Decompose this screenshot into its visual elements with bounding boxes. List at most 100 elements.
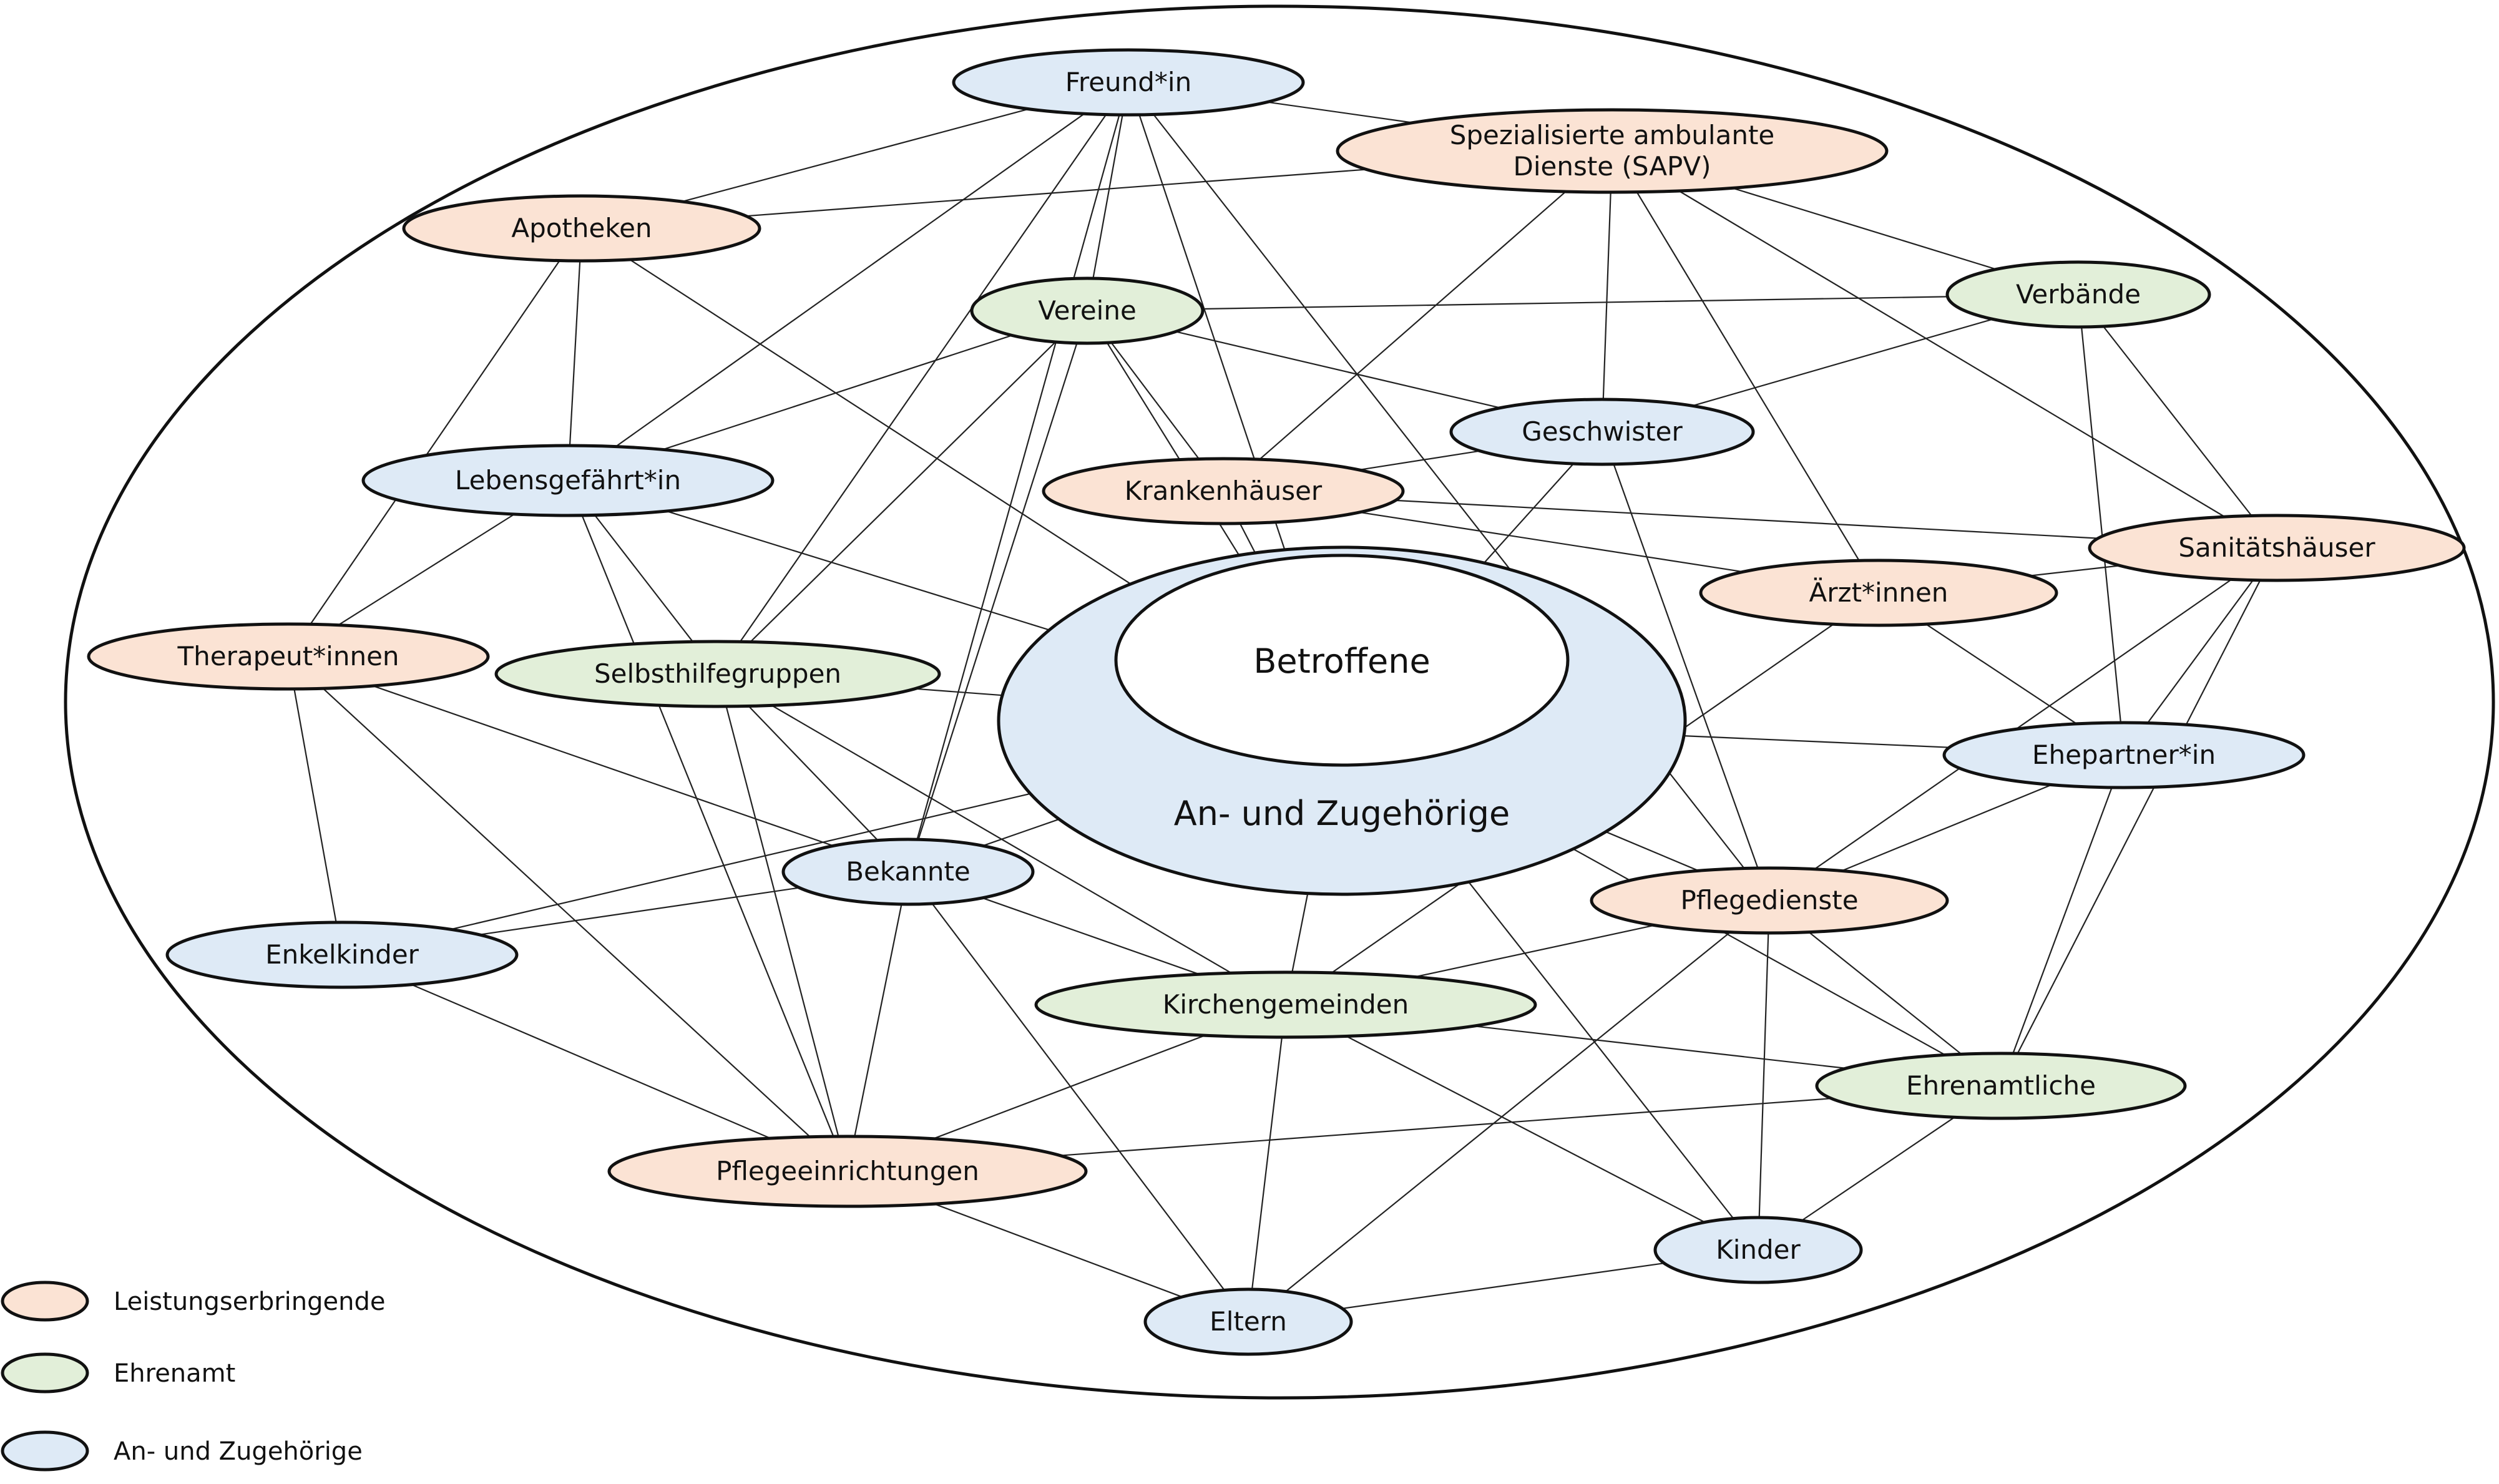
node-aerzt-label: Ärzt*innen (1809, 577, 1949, 608)
edge-therap-pflegeeinr (322, 688, 811, 1138)
edge-sapv-apotheken (746, 168, 1367, 217)
center-outer-label: An- und Zugehörige (1174, 794, 1510, 833)
edge-freund-bekannte (916, 114, 1120, 840)
edge-center-enkel (450, 793, 1031, 930)
edge-pflegedienste-eltern (1285, 931, 1731, 1292)
node-aerzt-ellipse (1699, 559, 2058, 627)
edge-kinder-eltern (1342, 1262, 1665, 1309)
node-ehrenamtliche-label: Ehrenamtliche (1906, 1070, 2096, 1101)
node-krankenh-label: Krankenhäuser (1125, 476, 1323, 506)
edge-freund-sapv (1267, 101, 1413, 124)
node-geschwister: Geschwister (1449, 398, 1755, 466)
edge-freund-lebensgef (615, 113, 1085, 447)
edge-sanitaet-ehepartner (2147, 579, 2254, 724)
edge-geschwister-krankenh (1359, 450, 1480, 471)
edge-pflegeeinr-eltern (934, 1203, 1183, 1298)
edge-pflegedienste-ehrenamtliche (1808, 931, 1962, 1055)
edge-freund-selbsthilfe (739, 114, 1107, 642)
node-pflegeeinr-label: Pflegeeinrichtungen (716, 1156, 979, 1186)
node-freund-ellipse (952, 48, 1305, 117)
node-eltern-label: Eltern (1210, 1306, 1287, 1337)
edge-lebensgef-pflegeeinr (581, 515, 834, 1137)
edge-center-bekannte (982, 818, 1060, 847)
edge-lebensgef-selbsthilfe (594, 514, 693, 642)
edge-selbsthilfe-bekannte (748, 705, 879, 841)
node-sanitaet: Sanitätshäuser (2088, 514, 2466, 582)
edge-selbsthilfe-pflegeeinr (725, 706, 839, 1137)
edge-sanitaet-ehrenamtliche (2017, 580, 2261, 1054)
edge-enkel-pflegeeinr (411, 984, 771, 1140)
node-kirchen-label: Kirchengemeinden (1163, 989, 1409, 1020)
edge-ehrenamtliche-kinder (1801, 1116, 1955, 1221)
node-sapv-label: Spezialisierte ambulante (1450, 120, 1775, 150)
node-bekannte-ellipse (781, 837, 1035, 906)
center-inner-ellipse (1114, 554, 1570, 767)
node-geschwister-label: Geschwister (1522, 416, 1683, 447)
node-ehepartner-label: Ehepartner*in (2032, 740, 2216, 770)
edge-sapv-geschwister (1602, 192, 1611, 400)
node-eltern-ellipse (1143, 1287, 1353, 1356)
center-node: Betroffene An- und Zugehörige (997, 545, 1687, 896)
edge-ehrenamtliche-pflegeeinr (1060, 1098, 1832, 1156)
edge-vereine-geschwister (1175, 331, 1501, 409)
node-apotheken: Apotheken (402, 194, 761, 263)
node-vereine-ellipse (970, 276, 1205, 345)
edge-sapv-aerzt (1636, 192, 1860, 561)
edge-freund-vereine (1092, 114, 1123, 279)
node-therap-label: Therapeut*innen (177, 641, 399, 671)
node-geschwister-ellipse (1449, 398, 1755, 466)
edge-vereine-lebensgef (662, 334, 1012, 451)
edge-sapv-sanitaet (1678, 190, 2225, 518)
node-ehepartner: Ehepartner*in (1942, 721, 2306, 789)
edge-kirchen-eltern (1251, 1037, 1283, 1290)
node-pflegedienste-label: Pflegedienste (1680, 885, 1858, 915)
outer-boundary (64, 4, 2495, 1400)
node-pflegedienste-ellipse (1590, 866, 1949, 935)
node-kirchen: Kirchengemeinden (1034, 970, 1537, 1039)
edge-lebensgef-center (666, 510, 1050, 631)
node-krankenh: Krankenhäuser (1042, 457, 1405, 525)
edge-center-kirchen (1291, 893, 1309, 973)
node-pflegeeinr: Pflegeeinrichtungen (607, 1135, 1088, 1208)
edge-krankenh-center (1239, 523, 1256, 554)
edge-verbaende-sanitaet (2103, 326, 2252, 517)
legend-swatch-ehrenamt (1, 1352, 89, 1394)
node-enkel-label: Enkelkinder (265, 939, 419, 970)
node-bekannte-label: Bekannte (846, 856, 971, 887)
edge-therap-enkel (293, 688, 337, 923)
edge-bekannte-kirchen (982, 897, 1200, 975)
node-kirchen-ellipse (1034, 970, 1537, 1039)
node-verbaende-ellipse (1945, 260, 2211, 329)
edge-krankenh-sanitaet (1395, 499, 2098, 539)
edge-bekannte-enkel (479, 887, 800, 935)
node-selbsthilfe-label: Selbsthilfegruppen (594, 658, 841, 689)
edge-pflegedienste-kirchen (1414, 924, 1655, 978)
node-kinder-ellipse (1653, 1216, 1863, 1284)
legend-label-leistungserbringende: Leistungserbringende (114, 1287, 385, 1316)
center-inner-label: Betroffene (1253, 642, 1430, 681)
node-vereine: Vereine (970, 276, 1205, 345)
edge-center-ehepartner (1683, 735, 1950, 748)
edge-verbaende-ehepartner (2081, 326, 2121, 723)
node-lebensgef-label: Lebensgefährt*in (455, 465, 681, 495)
edge-center-pflegedienste (1605, 831, 1699, 872)
node-aerzt: Ärzt*innen (1699, 559, 2058, 627)
node-ehrenamtliche: Ehrenamtliche (1815, 1052, 2187, 1120)
edge-selbsthilfe-center (914, 688, 1003, 696)
node-sanitaet-label: Sanitätshäuser (2178, 532, 2375, 563)
node-freund-label: Freund*in (1065, 67, 1191, 97)
edge-vereine-verbaende (1202, 296, 1948, 310)
node-enkel: Enkelkinder (165, 920, 519, 989)
edge-geschwister-pflegedienste (1613, 464, 1759, 869)
node-sapv-label: Dienste (SAPV) (1513, 151, 1711, 182)
node-eltern: Eltern (1143, 1287, 1353, 1356)
edge-layer (293, 101, 2261, 1309)
node-ehepartner-ellipse (1942, 721, 2306, 789)
edge-krankenh-aerzt (1359, 511, 1744, 573)
legend-label-ehrenamt: Ehrenamt (114, 1359, 235, 1388)
legend-swatch-leistungserbringende (1, 1281, 89, 1322)
node-sanitaet-ellipse (2088, 514, 2466, 582)
